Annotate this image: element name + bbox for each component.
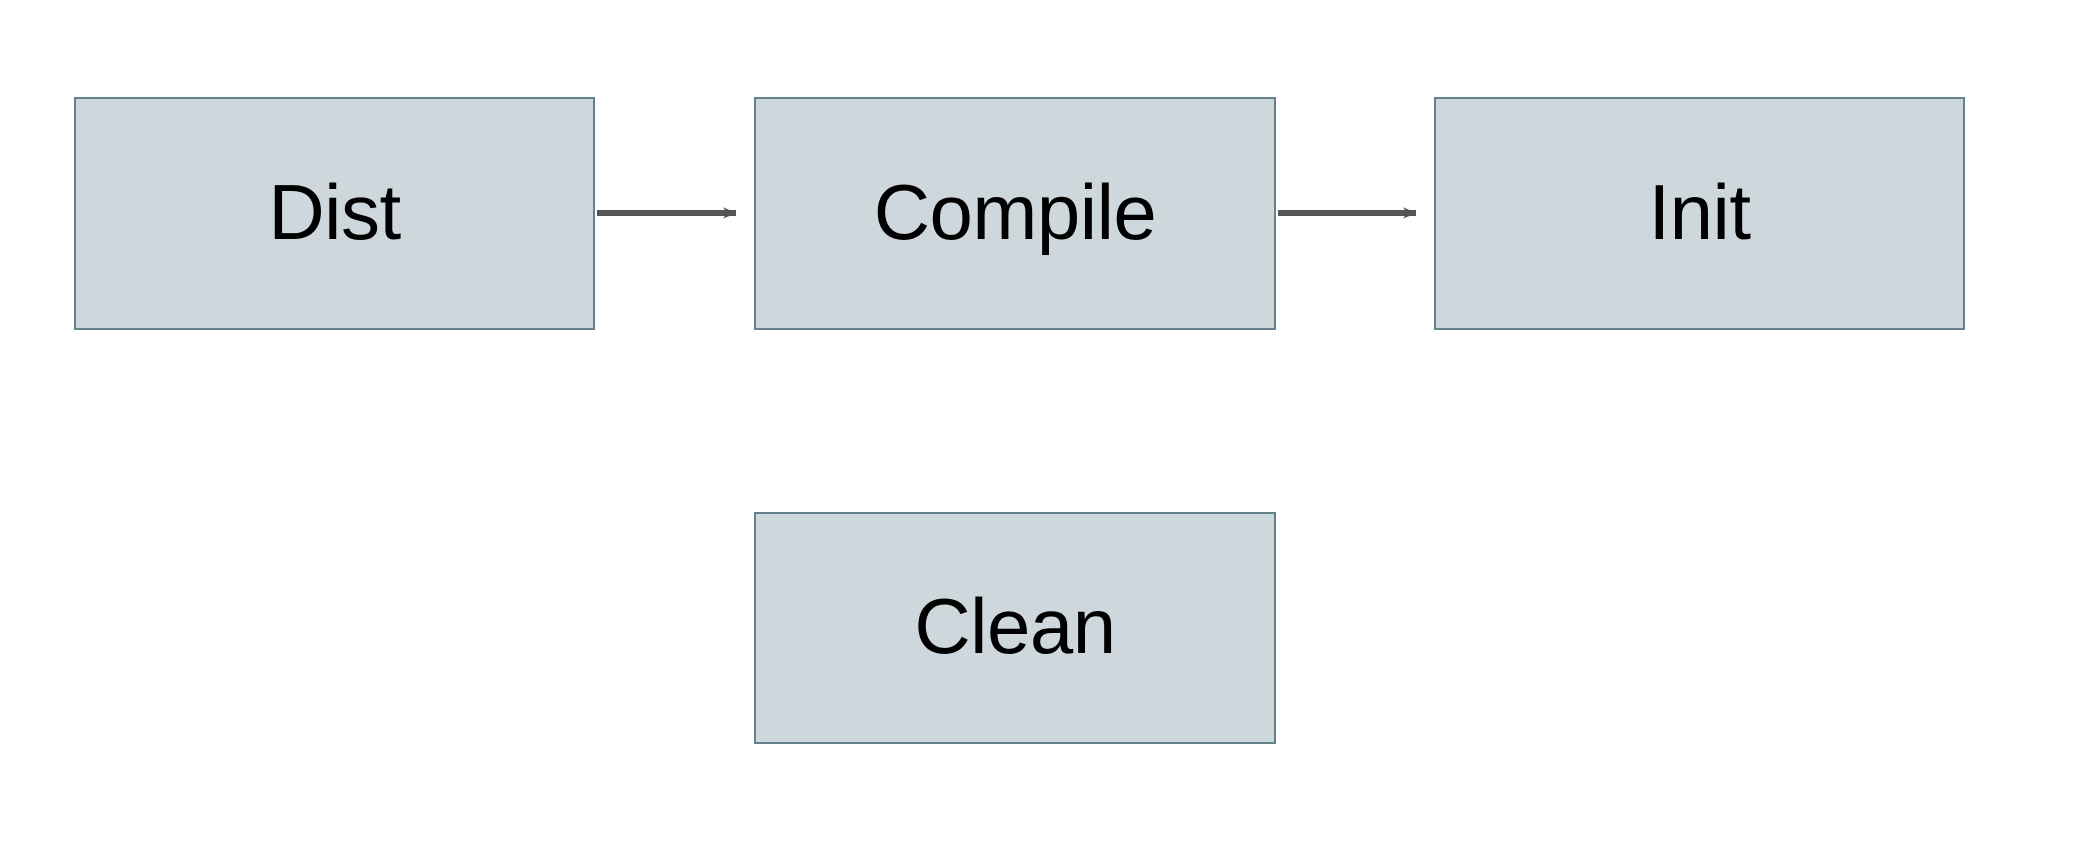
node-compile-label: Compile	[873, 167, 1157, 256]
node-clean[interactable]: Clean	[754, 512, 1276, 744]
node-compile[interactable]: Compile	[754, 97, 1276, 330]
node-clean-label: Clean	[914, 582, 1116, 670]
node-init-label: Init	[1648, 167, 1751, 256]
node-dist[interactable]: Dist	[74, 97, 595, 330]
edge-compile-to-init-hitbox[interactable]	[1278, 196, 1432, 230]
node-dist-label: Dist	[268, 167, 401, 256]
node-init[interactable]: Init	[1434, 97, 1965, 330]
edge-dist-to-compile-hitbox[interactable]	[597, 196, 752, 230]
